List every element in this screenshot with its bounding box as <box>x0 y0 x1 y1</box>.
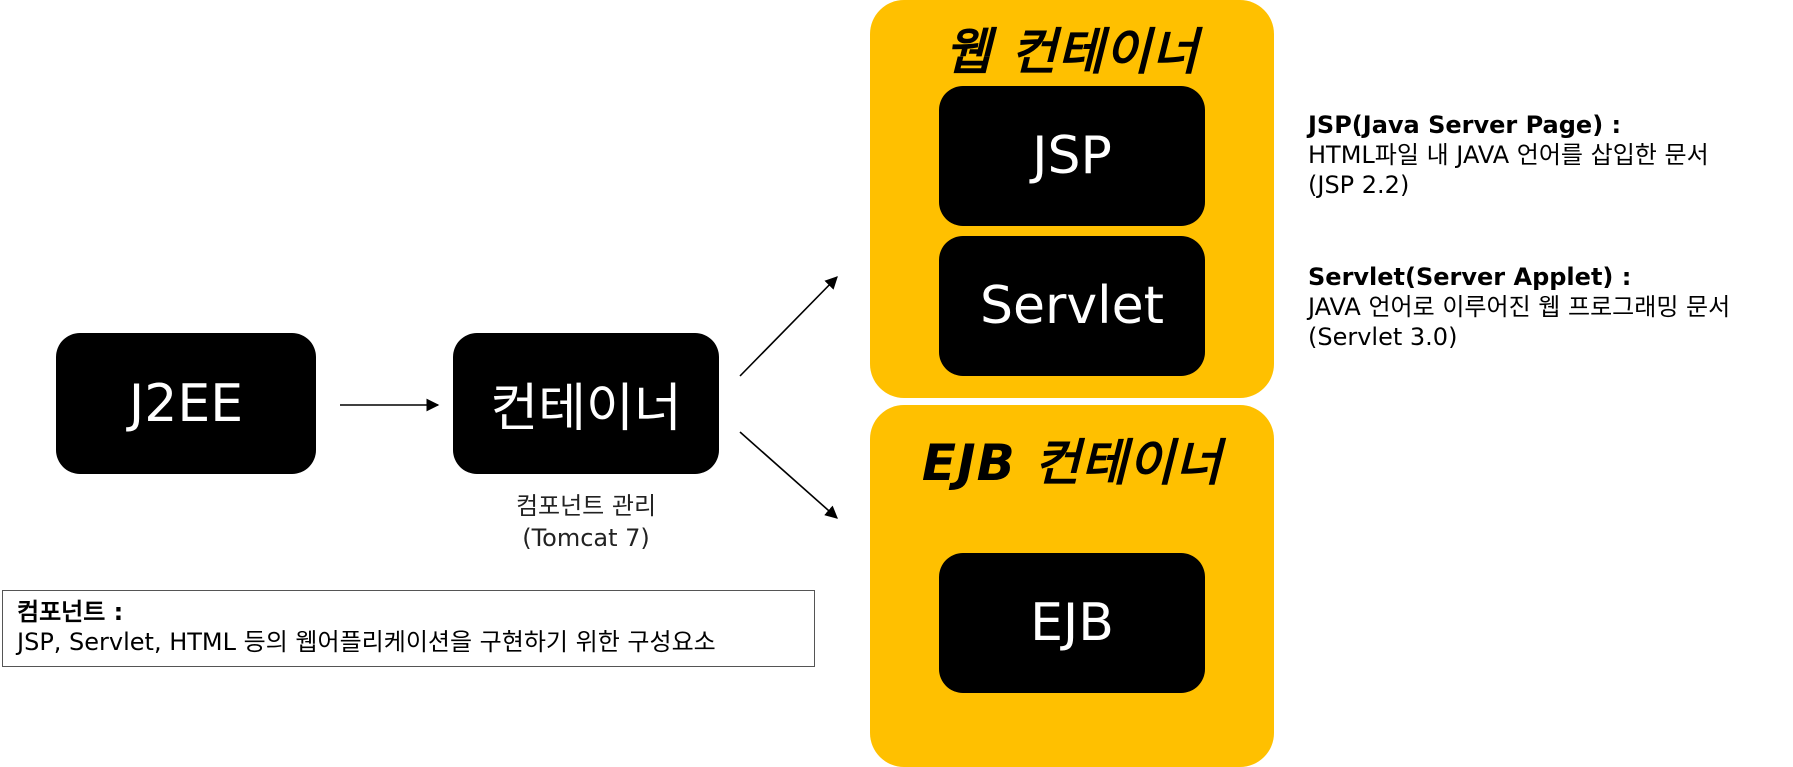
ejb-label: EJB <box>1030 593 1114 653</box>
ejb-node: EJB <box>939 553 1205 693</box>
web-container-title: 웹 컨테이너 <box>945 23 1199 81</box>
arrow-container-to-ejb <box>739 431 838 519</box>
component-definition-text: JSP, Servlet, HTML 등의 웹어플리케이션을 구현하기 위한 구… <box>17 628 716 656</box>
jsp-note-line1: HTML파일 내 JAVA 언어를 삽입한 문서 <box>1308 141 1709 169</box>
container-label: 컨테이너 <box>490 379 682 439</box>
servlet-note-line1: JAVA 언어로 이루어진 웹 프로그래밍 문서 <box>1308 293 1731 321</box>
arrow-container-to-web <box>739 276 838 377</box>
component-definition-title: 컴포넌트 : <box>17 598 124 626</box>
jsp-label: JSP <box>1032 126 1112 186</box>
jsp-node: JSP <box>939 86 1205 226</box>
servlet-node: Servlet <box>939 236 1205 376</box>
web-container: 웹 컨테이너 JSP Servlet <box>870 0 1274 398</box>
ejb-container-title: EJB 컨테이너 <box>921 434 1223 492</box>
container-caption-line2: (Tomcat 7) <box>522 524 650 552</box>
jsp-note: JSP(Java Server Page) : HTML파일 내 JAVA 언어… <box>1308 110 1788 200</box>
container-node: 컨테이너 <box>453 333 719 474</box>
jsp-note-title: JSP(Java Server Page) : <box>1308 111 1622 139</box>
container-caption: 컴포넌트 관리 (Tomcat 7) <box>453 490 719 554</box>
servlet-note-line2: (Servlet 3.0) <box>1308 323 1458 351</box>
container-caption-line1: 컴포넌트 관리 <box>515 492 657 520</box>
servlet-note-title: Servlet(Server Applet) : <box>1308 263 1632 291</box>
servlet-label: Servlet <box>980 276 1164 336</box>
j2ee-node: J2EE <box>56 333 316 474</box>
component-definition-box: 컴포넌트 : JSP, Servlet, HTML 등의 웹어플리케이션을 구현… <box>2 590 815 667</box>
ejb-container: EJB 컨테이너 EJB <box>870 405 1274 767</box>
j2ee-label: J2EE <box>128 373 244 434</box>
jsp-note-line2: (JSP 2.2) <box>1308 171 1410 199</box>
servlet-note: Servlet(Server Applet) : JAVA 언어로 이루어진 웹… <box>1308 262 1788 352</box>
